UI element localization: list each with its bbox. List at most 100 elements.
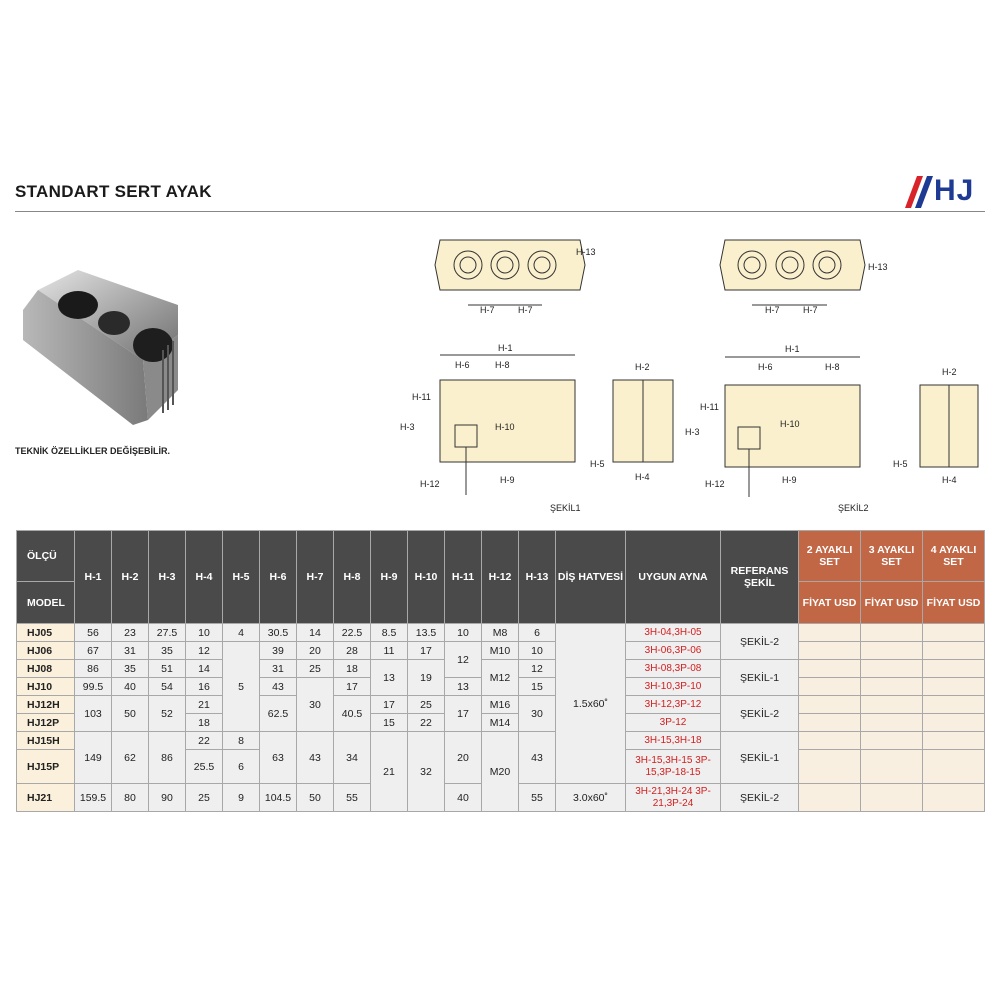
cell: ŞEKİL-1 bbox=[720, 731, 799, 784]
cell: 11 bbox=[370, 641, 408, 660]
price-cell[interactable] bbox=[860, 641, 923, 660]
cell: 22 bbox=[407, 713, 445, 732]
cell: 80 bbox=[111, 783, 149, 812]
cell: 159.5 bbox=[74, 783, 112, 812]
price-cell[interactable] bbox=[922, 713, 985, 732]
cell: 86 bbox=[74, 659, 112, 678]
dim-h4-fig2: H-4 bbox=[942, 475, 957, 485]
cell: 13 bbox=[444, 677, 482, 696]
price-cell[interactable] bbox=[922, 623, 985, 642]
dim-h9-fig1: H-9 bbox=[500, 475, 515, 485]
price-cell[interactable] bbox=[922, 783, 985, 812]
price-cell[interactable] bbox=[798, 641, 861, 660]
dim-h9-fig2: H-9 bbox=[782, 475, 797, 485]
price-usd-3: FİYAT USD bbox=[860, 581, 923, 624]
table-row: HJ21 159.5 80 90 25 9 104.5 50 55 40 55 … bbox=[16, 783, 985, 812]
price-cell[interactable] bbox=[922, 641, 985, 660]
cell: 13 bbox=[370, 659, 408, 696]
cell: 50 bbox=[296, 783, 334, 812]
col-h6: H-6 bbox=[259, 530, 297, 624]
price-cell[interactable] bbox=[860, 749, 923, 784]
cell: 13.5 bbox=[407, 623, 445, 642]
price-cell[interactable] bbox=[860, 783, 923, 812]
cell: 56 bbox=[74, 623, 112, 642]
title-divider bbox=[15, 211, 985, 212]
cell: 5 bbox=[222, 641, 260, 732]
cell: 21 bbox=[185, 695, 223, 714]
cell: 6 bbox=[222, 749, 260, 784]
cell: M10 bbox=[481, 641, 519, 660]
col-2-ayakli-set: 2 AYAKLI SET bbox=[798, 530, 861, 582]
col-model: MODEL bbox=[16, 581, 75, 624]
price-cell[interactable] bbox=[798, 659, 861, 678]
price-cell[interactable] bbox=[798, 713, 861, 732]
col-3-ayakli-set: 3 AYAKLI SET bbox=[860, 530, 923, 582]
spec-table: ÖLÇÜ H-1 H-2 H-3 H-4 H-5 H-6 H-7 H-8 H-9… bbox=[16, 530, 985, 812]
col-h7: H-7 bbox=[296, 530, 334, 624]
price-cell[interactable] bbox=[798, 677, 861, 696]
dim-h11-fig1: H-11 bbox=[412, 392, 431, 402]
cell: 149 bbox=[74, 731, 112, 784]
dim-h10-fig1: H-10 bbox=[495, 422, 515, 432]
cell: 30.5 bbox=[259, 623, 297, 642]
col-h10: H-10 bbox=[407, 530, 445, 624]
price-cell[interactable] bbox=[798, 731, 861, 750]
cell: 30 bbox=[296, 677, 334, 732]
price-cell[interactable] bbox=[860, 731, 923, 750]
cell: 32 bbox=[407, 731, 445, 812]
brand-logo-text: HJ bbox=[934, 174, 975, 207]
cell: 30 bbox=[518, 695, 556, 732]
price-cell[interactable] bbox=[922, 749, 985, 784]
cell: ŞEKİL-2 bbox=[720, 623, 799, 660]
cell: M20 bbox=[481, 731, 519, 812]
cell: 40 bbox=[111, 677, 149, 696]
col-dis-hatvesi: DİŞ HATVESİ bbox=[555, 530, 626, 624]
cell: 3H-08,3P-08 bbox=[625, 659, 721, 678]
col-referans-sekil: REFERANS ŞEKİL bbox=[720, 530, 799, 624]
price-cell[interactable] bbox=[922, 731, 985, 750]
cell: 3P-12 bbox=[625, 713, 721, 732]
cell: 6 bbox=[518, 623, 556, 642]
price-cell[interactable] bbox=[860, 677, 923, 696]
cell: 34 bbox=[333, 731, 371, 784]
price-cell[interactable] bbox=[798, 783, 861, 812]
col-olcu: ÖLÇÜ bbox=[16, 530, 75, 582]
col-h5: H-5 bbox=[222, 530, 260, 624]
cell: 3H-10,3P-10 bbox=[625, 677, 721, 696]
price-cell[interactable] bbox=[860, 713, 923, 732]
cell: 17 bbox=[444, 695, 482, 732]
model-cell: HJ05 bbox=[16, 623, 75, 642]
price-cell[interactable] bbox=[860, 659, 923, 678]
price-cell[interactable] bbox=[798, 623, 861, 642]
price-cell[interactable] bbox=[798, 695, 861, 714]
cell: 54 bbox=[148, 677, 186, 696]
dim-h12-fig2: H-12 bbox=[705, 479, 725, 489]
table-row: HJ08 86 35 51 14 31 25 18 13 19 M12 12 3… bbox=[16, 659, 985, 696]
price-cell[interactable] bbox=[922, 695, 985, 714]
model-cell: HJ15H bbox=[16, 731, 75, 750]
cell: 3H-12,3P-12 bbox=[625, 695, 721, 714]
figure-2-label: ŞEKİL2 bbox=[838, 503, 869, 513]
table-row: HJ10 99.5 40 54 16 43 30 17 13 15 3H-10,… bbox=[16, 677, 985, 732]
cell: 55 bbox=[333, 783, 371, 812]
cell: 90 bbox=[148, 783, 186, 812]
model-cell: HJ06 bbox=[16, 641, 75, 660]
price-cell[interactable] bbox=[798, 749, 861, 784]
col-h4: H-4 bbox=[185, 530, 223, 624]
cell: 12 bbox=[444, 641, 482, 678]
price-cell[interactable] bbox=[860, 623, 923, 642]
cell: 25 bbox=[407, 695, 445, 714]
price-cell[interactable] bbox=[922, 677, 985, 696]
cell: 43 bbox=[259, 677, 297, 696]
cell: 10 bbox=[444, 623, 482, 642]
price-cell[interactable] bbox=[860, 695, 923, 714]
cell: 18 bbox=[333, 659, 371, 678]
model-cell: HJ21 bbox=[16, 783, 75, 812]
table-row: HJ12P 18 15 22 M14 3P-12 bbox=[16, 713, 985, 732]
col-h8: H-8 bbox=[333, 530, 371, 624]
cell: ŞEKİL-2 bbox=[720, 695, 799, 732]
price-cell[interactable] bbox=[922, 659, 985, 678]
cell: 22.5 bbox=[333, 623, 371, 642]
cell: 99.5 bbox=[74, 677, 112, 696]
table-row: HJ06 67 31 35 12 5 39 20 28 11 17 12 M10… bbox=[16, 641, 985, 732]
